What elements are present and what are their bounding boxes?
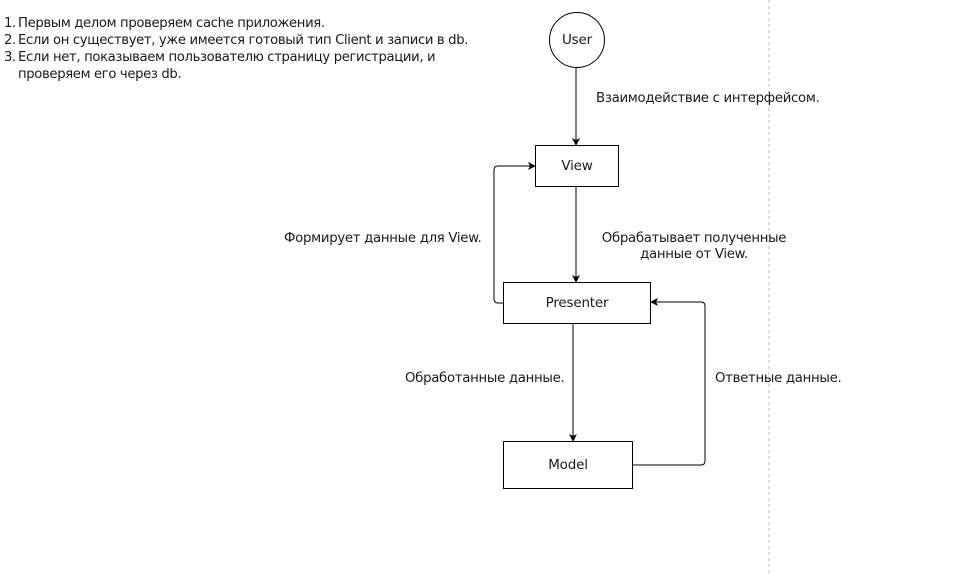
user-node: User [549,12,605,68]
presenter-node: Presenter [503,282,651,324]
edge-label-line: данные от View. [640,247,748,262]
view-node: View [535,145,619,187]
edge-label-presenter-to-view: Формирует данные для View. [284,231,482,246]
note-text: Если он существует, уже имеется готовый … [18,33,469,48]
edge-label-view-to-presenter: Обрабатывает полученные данные от View. [598,231,790,263]
note-item: 3. Если нет, показываем пользователю стр… [4,49,468,83]
edge-label-line: Обрабатывает полученные [601,231,787,246]
edge-label-presenter-to-model: Обработанные данные. [405,371,565,386]
model-node: Model [503,441,633,489]
edge-model-to-presenter [633,298,706,466]
note-number: 3. [4,50,16,65]
note-text: Первым делом проверяем cache приложения. [18,16,325,31]
note-text-continuation: проверяем его через db. [18,67,182,82]
edge-label-model-to-presenter: Ответные данные. [715,371,842,386]
note-number: 1. [4,16,16,31]
note-item: 1. Первым делом проверяем cache приложен… [4,15,468,32]
notes-list: 1. Первым делом проверяем cache приложен… [4,15,468,83]
note-item: 2. Если он существует, уже имеется готов… [4,32,468,49]
note-text: Если нет, показываем пользователю страни… [18,50,436,65]
edge-label-user-to-view: Взаимодействие с интерфейсом. [596,91,820,106]
note-number: 2. [4,33,16,48]
edge-presenter-to-view [493,162,536,304]
